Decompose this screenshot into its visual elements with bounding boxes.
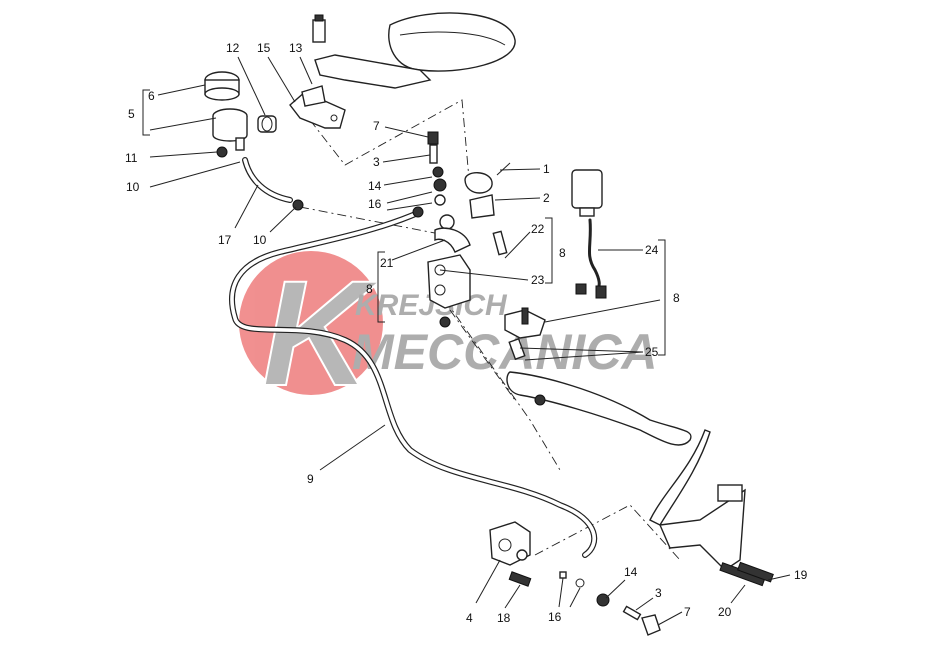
watermark: K KREJSICH MECCANICA: [239, 248, 658, 418]
callout-16: 16: [368, 197, 382, 211]
leader-lines: [149, 56, 791, 626]
callout-8: 8: [366, 282, 373, 296]
master-cylinder: [427, 230, 508, 328]
callout-25: 25: [645, 345, 659, 359]
callout-13: 13: [289, 41, 303, 55]
handlebar-switch-housing: [312, 12, 516, 89]
watermark-text-line2: MECCANICA: [352, 324, 658, 380]
clutch-lever-group: [504, 307, 692, 446]
callout-3: 3: [373, 155, 380, 169]
frame-bracket: [649, 429, 774, 587]
callout-3: 3: [655, 586, 662, 600]
callout-17: 17: [218, 233, 232, 247]
watermark-logo-disc: [239, 251, 383, 395]
group-brackets: [142, 89, 666, 356]
callout-4: 4: [466, 611, 473, 625]
callout-8: 8: [559, 246, 566, 260]
callout-7: 7: [684, 605, 691, 619]
callout-1: 1: [543, 162, 550, 176]
center-fittings: [427, 131, 471, 253]
assembly-dashed-lines: [299, 99, 681, 561]
callout-6: 6: [148, 89, 155, 103]
callout-24: 24: [645, 243, 659, 257]
callout-numbers: 1 2 3 3 4 5 6 7 7 8 8 8 9 10 10 11 12 13…: [125, 41, 808, 625]
clutch-hose-9: [229, 206, 598, 558]
fluid-reservoir-group: [204, 71, 346, 211]
callout-14: 14: [368, 179, 382, 193]
callout-23: 23: [531, 273, 545, 287]
callout-2: 2: [543, 191, 550, 205]
callout-22: 22: [531, 222, 545, 236]
clamp-assembly: [464, 162, 511, 219]
callout-12: 12: [226, 41, 240, 55]
callout-19: 19: [794, 568, 808, 582]
callout-9: 9: [307, 472, 314, 486]
callout-11: 11: [125, 151, 138, 165]
switch-wire-24: [571, 169, 607, 299]
callout-10: 10: [126, 180, 140, 194]
callout-21: 21: [380, 256, 394, 270]
reservoir-clip: [216, 146, 228, 158]
callout-16: 16: [548, 610, 562, 624]
slave-cylinder: [489, 521, 661, 636]
callout-18: 18: [497, 611, 511, 625]
callout-8: 8: [673, 291, 680, 305]
callout-5: 5: [128, 107, 135, 121]
callout-10: 10: [253, 233, 267, 247]
callout-7: 7: [373, 119, 380, 133]
callout-14: 14: [624, 565, 638, 579]
callout-15: 15: [257, 41, 271, 55]
callout-20: 20: [718, 605, 732, 619]
